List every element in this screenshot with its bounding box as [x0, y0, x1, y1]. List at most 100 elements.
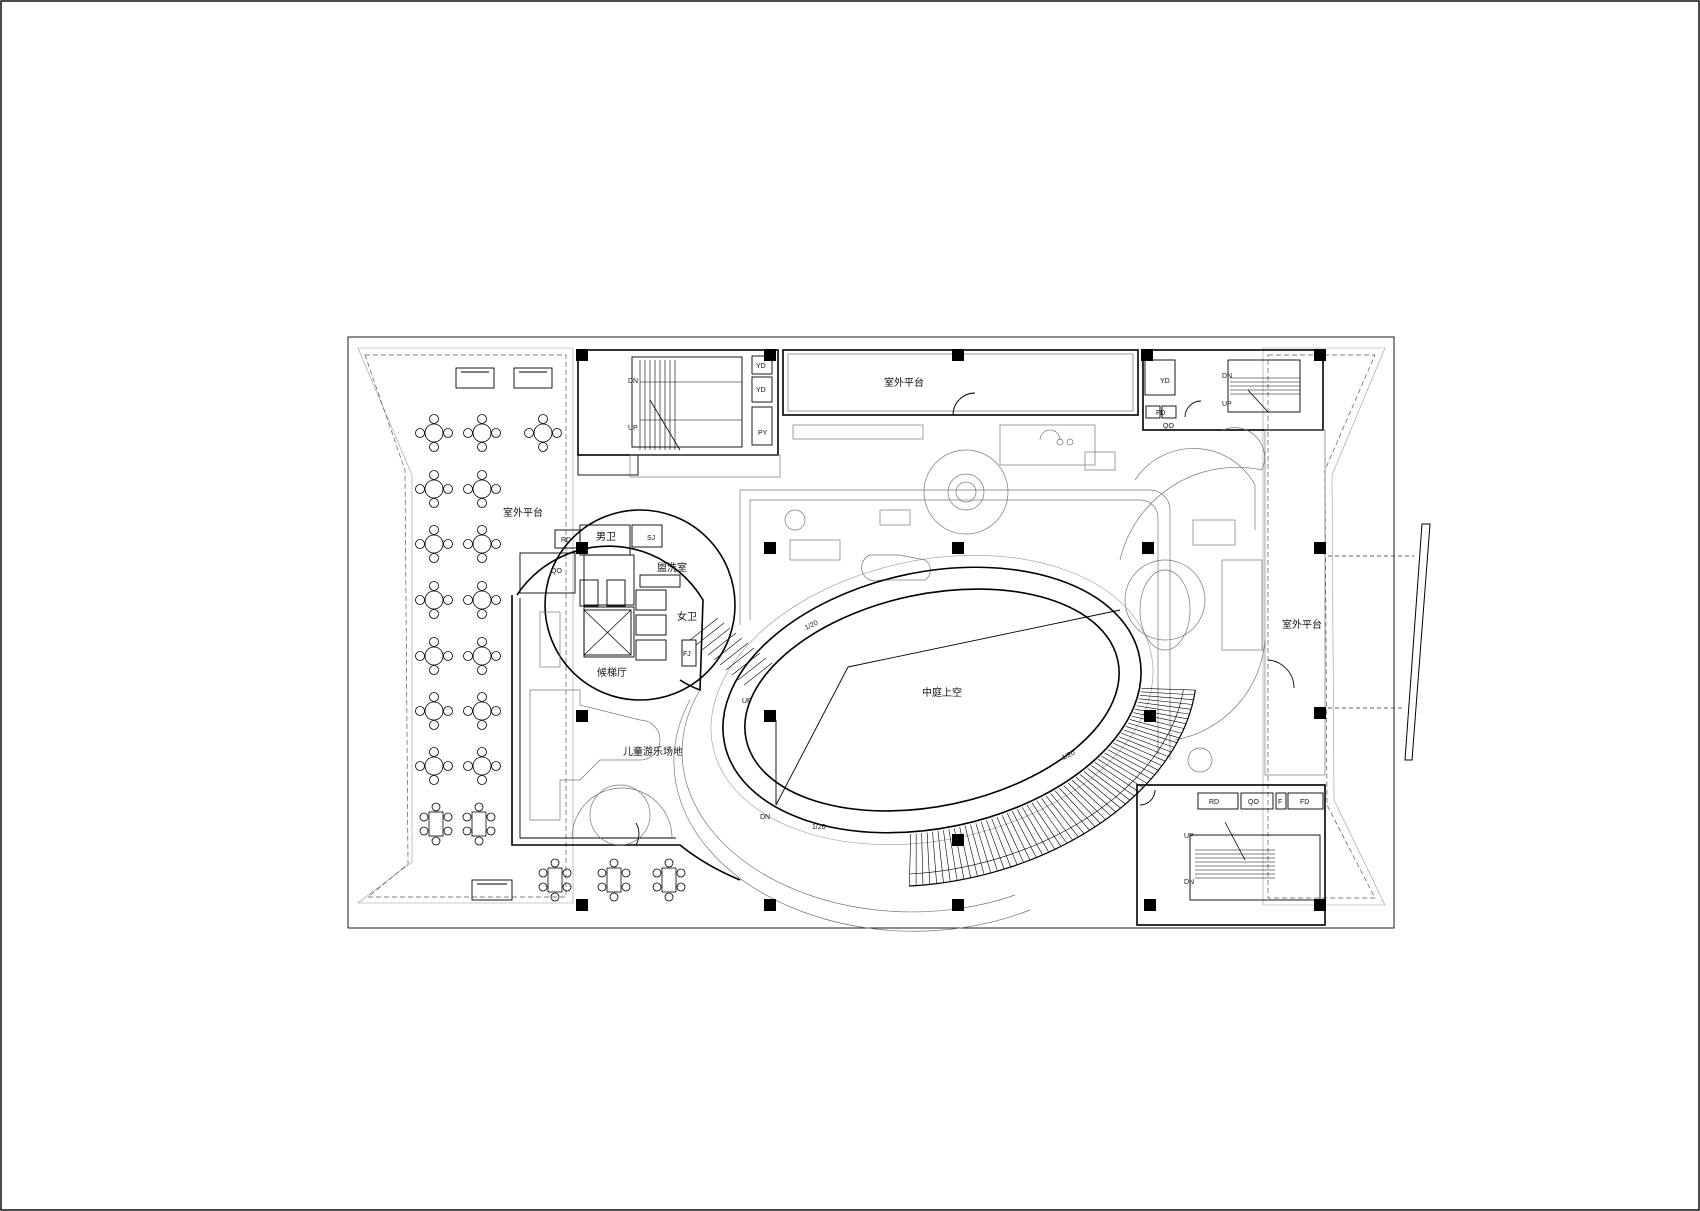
slope-label: 1/20 — [804, 620, 819, 632]
right-terrace-dashed-edge — [1267, 354, 1376, 899]
outdoor-terrace-right-label: 室外平台 — [1282, 618, 1322, 631]
stair-tread — [1118, 736, 1169, 757]
round-table — [463, 637, 501, 675]
stair-tread — [1083, 771, 1126, 805]
slope-label: 1/20 — [812, 824, 826, 831]
rect-table — [597, 858, 631, 902]
f-label: F — [1278, 799, 1282, 806]
lounge-chairs — [455, 367, 553, 901]
sj-label: SJ — [647, 535, 655, 542]
stair-tread — [1136, 705, 1190, 715]
column — [576, 710, 588, 722]
stair-tread — [1116, 739, 1166, 762]
stair-tread — [986, 820, 1005, 870]
stair-tread — [713, 637, 743, 661]
round-table — [524, 414, 562, 452]
rd-label: RD — [1209, 799, 1219, 806]
column — [764, 349, 776, 361]
stair-tread — [1075, 777, 1116, 813]
stair-tread — [725, 647, 755, 671]
qo-label: QO — [1248, 799, 1259, 806]
stair-tread — [1113, 742, 1162, 766]
mens-toilet-label: 男卫 — [596, 531, 616, 543]
column — [1141, 349, 1153, 361]
stair-tread — [1017, 809, 1043, 856]
kids-play-area-label: 儿童游乐场地 — [623, 745, 683, 758]
stair-tread — [1094, 762, 1139, 793]
stair-tread — [937, 830, 944, 883]
stair-tread — [1104, 752, 1152, 780]
atrium-void-label: 中庭上空 — [922, 686, 962, 699]
stair-tread — [731, 652, 761, 676]
site-boundary — [347, 336, 1395, 929]
column — [764, 710, 776, 722]
stair-tread — [1087, 768, 1131, 801]
round-table — [415, 525, 453, 563]
round-table — [415, 637, 453, 675]
curved-stair — [908, 688, 1196, 887]
stair-tread — [1123, 729, 1175, 748]
stair-tread — [1036, 800, 1068, 844]
column — [1314, 349, 1326, 361]
round-table — [415, 414, 453, 452]
fd-label: FD — [1300, 799, 1309, 806]
stair-tread — [921, 833, 924, 886]
stair-tread — [1129, 719, 1182, 734]
stair-tread — [719, 642, 749, 666]
outdoor-terrace-right — [1264, 429, 1326, 776]
stair-tread — [1050, 793, 1085, 834]
stair-tread — [1131, 715, 1185, 729]
stair-tread — [1091, 765, 1135, 797]
stair-tread — [1098, 759, 1144, 788]
stair-tread — [932, 831, 937, 884]
stair-tread — [1071, 779, 1111, 817]
washroom-label: 盥洗室 — [657, 561, 687, 574]
stair-tread — [701, 627, 731, 651]
round-table — [415, 692, 453, 730]
column — [1314, 899, 1326, 911]
stair-edge — [909, 689, 1184, 875]
stair-tread — [1045, 795, 1079, 838]
stair-tread — [975, 823, 992, 874]
stair-tread — [948, 829, 958, 881]
round-table — [415, 581, 453, 619]
stair-tread — [943, 830, 951, 882]
stair-tread — [1133, 712, 1187, 725]
column — [1144, 710, 1156, 722]
stair-dn-label: DN — [1222, 373, 1232, 380]
column — [952, 899, 964, 911]
yd-label: YD — [1160, 378, 1170, 385]
stair-core-top-left — [577, 349, 781, 478]
stair-tread — [970, 824, 985, 875]
structural-columns — [576, 349, 1326, 911]
qo-label: QO — [1163, 423, 1174, 430]
stair-tread — [1041, 798, 1073, 841]
left-terrace-edge — [357, 347, 574, 904]
stair-tread — [926, 832, 931, 885]
stair-tread — [1063, 785, 1101, 824]
womens-toilet-label: 女卫 — [677, 610, 697, 623]
stair-core-bottom-right — [1136, 784, 1326, 926]
column — [1314, 707, 1326, 719]
kids-play-area — [511, 595, 741, 881]
stair-tread — [1021, 807, 1050, 853]
interior-landscape — [739, 424, 1266, 773]
py-label: PY — [758, 430, 768, 437]
rect-table — [652, 858, 686, 902]
slope-label: 1/20 — [1061, 750, 1076, 762]
small-stair — [689, 617, 773, 686]
stair-tread — [707, 632, 737, 656]
column — [576, 899, 588, 911]
round-table — [463, 525, 501, 563]
round-table — [463, 747, 501, 785]
column — [952, 542, 964, 554]
stair-tread — [695, 622, 725, 646]
stair-tread — [991, 818, 1011, 868]
column — [952, 349, 964, 361]
rect-table — [538, 858, 572, 902]
elevator-hall-label: 候梯厅 — [597, 666, 627, 679]
stair-tread — [1054, 790, 1090, 831]
ramp-dn-label: DN — [760, 814, 770, 821]
